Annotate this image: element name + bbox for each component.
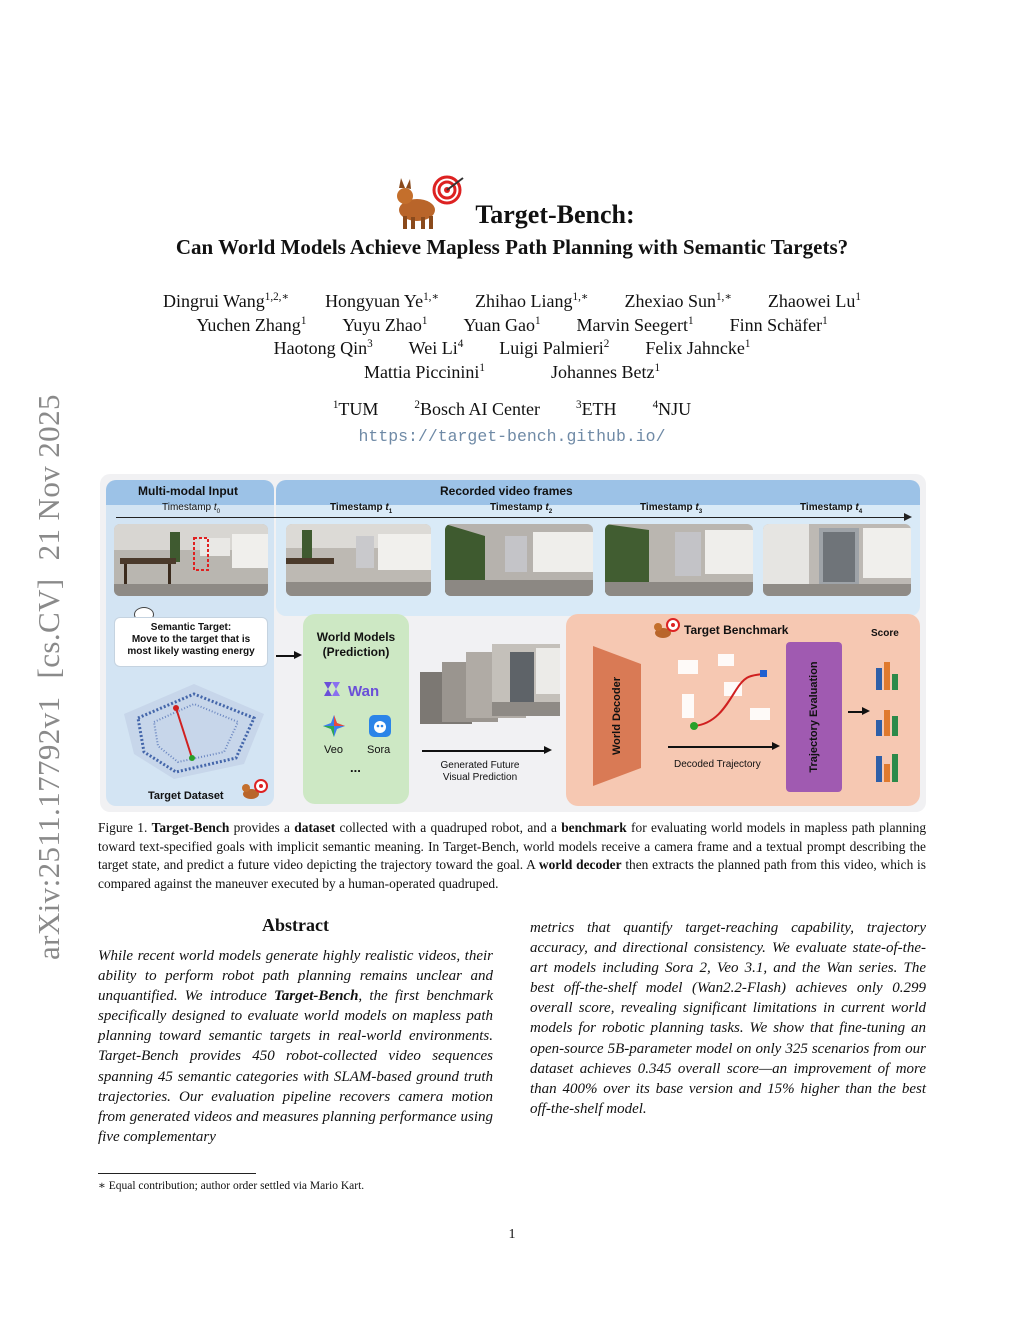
target-dataset-label: Target Dataset — [148, 790, 224, 802]
video-frame-t2 — [445, 524, 593, 596]
author-row-2: Yuchen Zhang1 Yuyu Zhao1 Yuan Gao1 Marvi… — [100, 314, 924, 338]
semantic-target-label: Semantic Target: — [150, 622, 232, 633]
generated-prediction-label: Generated Future Visual Prediction — [440, 760, 520, 783]
author: Luigi Palmieri2 — [499, 338, 610, 358]
timestamp-3: Timestamp t3 — [640, 502, 703, 515]
footnote: ∗ Equal contribution; author order settl… — [98, 1180, 365, 1192]
world-decoder-block — [593, 646, 641, 786]
figure-1: Multi-modal Input Recorded video frames … — [100, 474, 926, 812]
author: Marvin Seegert1 — [576, 314, 694, 335]
affiliation: 2Bosch AI Center — [414, 399, 540, 419]
mascot-logo-icon — [389, 174, 467, 237]
world-models-title: World Models (Prediction) — [316, 630, 396, 659]
author: Zhexiao Sun1,∗ — [624, 291, 732, 311]
recorded-frames-title: Recorded video frames — [440, 484, 573, 498]
wan-logo-icon — [322, 680, 342, 703]
project-url-link[interactable]: https://target-bench.github.io/ — [358, 426, 666, 446]
affiliation: 4NJU — [652, 399, 692, 419]
author: Zhaowei Lu1 — [767, 291, 861, 311]
author: Yuan Gao1 — [463, 314, 541, 335]
generated-frames-image — [414, 644, 564, 745]
semantic-target-line2: most likely wasting energy — [127, 646, 255, 657]
author: Yuyu Zhao1 — [342, 314, 428, 335]
timestamp-4: Timestamp t4 — [800, 502, 863, 515]
mascot-benchmark-icon — [652, 618, 680, 647]
figure-caption: Figure 1. Target-Bench provides a datase… — [98, 820, 927, 891]
paper-subtitle: Can World Models Achieve Mapless Path Pl… — [175, 235, 849, 259]
arxiv-id: arXiv:2511.17792v1 — [31, 696, 66, 961]
arxiv-category: [cs.CV] — [31, 578, 66, 679]
sora-logo-icon — [368, 714, 392, 743]
score-chart-icon — [874, 660, 902, 695]
arxiv-stamp: arXiv:2511.17792v1 [cs.CV] 21 Nov 2025 — [31, 320, 67, 960]
timestamp-1: Timestamp t1 — [330, 502, 393, 515]
more-models-label: ... — [350, 760, 361, 775]
affiliations: 1TUM 2Bosch AI Center 3ETH 4NJU — [100, 398, 924, 422]
arrow-to-benchmark — [422, 747, 552, 753]
paper-title: Target-Bench: — [475, 200, 635, 229]
footnote-rule — [98, 1173, 256, 1174]
timestamp-2: Timestamp t2 — [490, 502, 553, 515]
author: Finn Schäfer1 — [729, 314, 828, 335]
multimodal-input-header — [106, 480, 274, 505]
sora-label: Sora — [367, 744, 391, 756]
video-frame-t0 — [114, 524, 268, 596]
timeline-arrow — [116, 513, 912, 521]
author: Zhihao Liang1,∗ — [475, 291, 589, 311]
abstract-heading: Abstract — [262, 915, 329, 935]
score-label: Score — [871, 628, 899, 639]
veo-logo-icon — [322, 714, 346, 743]
author: Mattia Piccinini1 — [363, 361, 485, 382]
world-decoder-label: World Decoder — [611, 676, 623, 756]
author: Wei Li4 — [408, 338, 464, 358]
video-frame-t4 — [763, 524, 911, 596]
author: Felix Jahncke1 — [645, 338, 751, 358]
video-frame-t1 — [286, 524, 431, 596]
trajectory-evaluation-label: Trajectory Evaluation — [808, 661, 820, 773]
semantic-target-line1: Move to the target that is — [131, 634, 251, 645]
affiliation: 1TUM — [332, 399, 379, 419]
wan-label: Wan — [348, 683, 380, 700]
arrow-to-evaluation — [668, 743, 780, 749]
abstract-text-right: metrics that quantify target-reaching ca… — [530, 920, 926, 1117]
author: Yuchen Zhang1 — [196, 314, 307, 335]
arrow-to-score — [848, 708, 870, 714]
author-row-4: Mattia Piccinini1 Johannes Betz1 — [100, 361, 924, 385]
trajectory-evaluation-block: Trajectory Evaluation — [786, 642, 842, 792]
timestamp-0: Timestamp t0 — [162, 502, 221, 515]
author: Hongyuan Ye1,∗ — [325, 291, 440, 311]
world-models-panel — [303, 614, 409, 804]
point-cloud-image — [114, 674, 268, 789]
semantic-target-box: Semantic Target: Move to the target that… — [114, 617, 268, 667]
affiliation: 3ETH — [575, 399, 617, 419]
arrow-to-world-models — [276, 652, 302, 658]
abstract-text-left: While recent world models generate highl… — [98, 948, 493, 1145]
abstract-column-left: Abstract While recent world models gener… — [98, 915, 493, 1147]
veo-label: Veo — [324, 744, 343, 756]
target-benchmark-title: Target Benchmark — [684, 623, 789, 637]
decoded-trajectory-label: Decoded Trajectory — [674, 759, 761, 770]
title-block: Target-Bench: Can World Models Achieve M… — [0, 174, 1024, 260]
mascot-small-icon — [240, 778, 268, 809]
author: Dingrui Wang1,2,∗ — [163, 291, 290, 311]
arxiv-date: 21 Nov 2025 — [31, 394, 66, 561]
abstract-column-right: metrics that quantify target-reaching ca… — [530, 918, 926, 1119]
author: Johannes Betz1 — [551, 361, 661, 382]
author: Haotong Qin3 — [273, 338, 373, 358]
page-number: 1 — [508, 1227, 516, 1242]
score-chart-icon — [874, 706, 902, 741]
author-row-1: Dingrui Wang1,2,∗ Hongyuan Ye1,∗ Zhihao … — [100, 290, 924, 314]
recorded-frames-header — [276, 480, 920, 505]
multimodal-input-title: Multi-modal Input — [138, 484, 238, 498]
trajectory-plot — [666, 646, 776, 741]
author-list: Dingrui Wang1,2,∗ Hongyuan Ye1,∗ Zhihao … — [100, 290, 924, 448]
author-row-3: Haotong Qin3 Wei Li4 Luigi Palmieri2 Fel… — [100, 337, 924, 361]
score-chart-icon — [874, 752, 902, 787]
video-frame-t3 — [605, 524, 753, 596]
wan-model: Wan — [322, 680, 379, 703]
